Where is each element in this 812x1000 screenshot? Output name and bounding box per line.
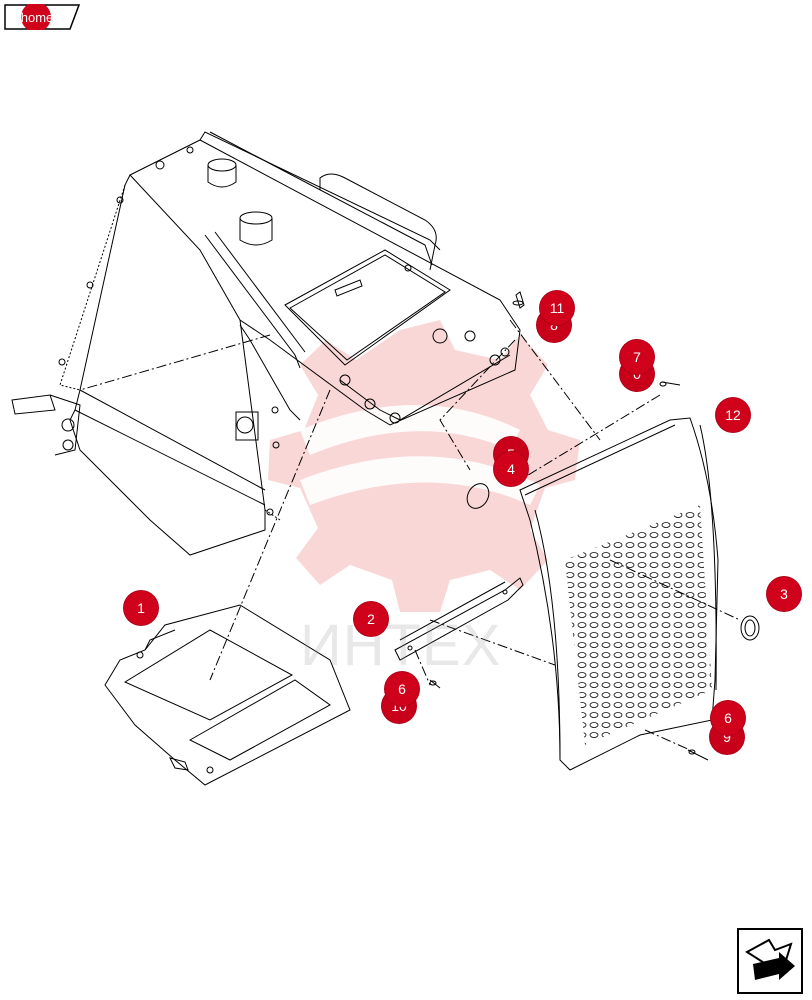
part-1-frame-plate [104,604,351,786]
home-label: home [20,10,54,25]
callout-2[interactable]: 2 [354,602,388,636]
machine-body-outline [11,131,521,556]
part-3-emblem [740,615,760,641]
callout-6-left[interactable]: 6 [385,672,419,706]
assembly-leader-lines [79,319,741,751]
next-page-arrow-icon [745,938,795,980]
callout-1[interactable]: 1 [124,591,158,625]
watermark-text: ИНТЕХ [300,613,502,678]
grille-mesh [565,505,712,745]
callout-6-right[interactable]: 6 [711,701,745,735]
fasteners [429,291,709,761]
callout-7[interactable]: 7 [620,340,654,374]
callout-4[interactable]: 4 [494,452,528,486]
home-tab-icon [4,4,80,30]
part-12-grille-panel [519,417,719,771]
callout-11[interactable]: 11 [540,291,574,325]
dotted-hidden-lines [59,184,281,521]
callout-12[interactable]: 12 [716,398,750,432]
home-button[interactable]: home [4,4,80,30]
callout-3[interactable]: 3 [767,577,801,611]
watermark-swoosh [300,405,540,505]
part-4-cap [466,483,490,509]
next-page-button[interactable] [737,928,803,994]
part-2-bracket [394,577,524,661]
